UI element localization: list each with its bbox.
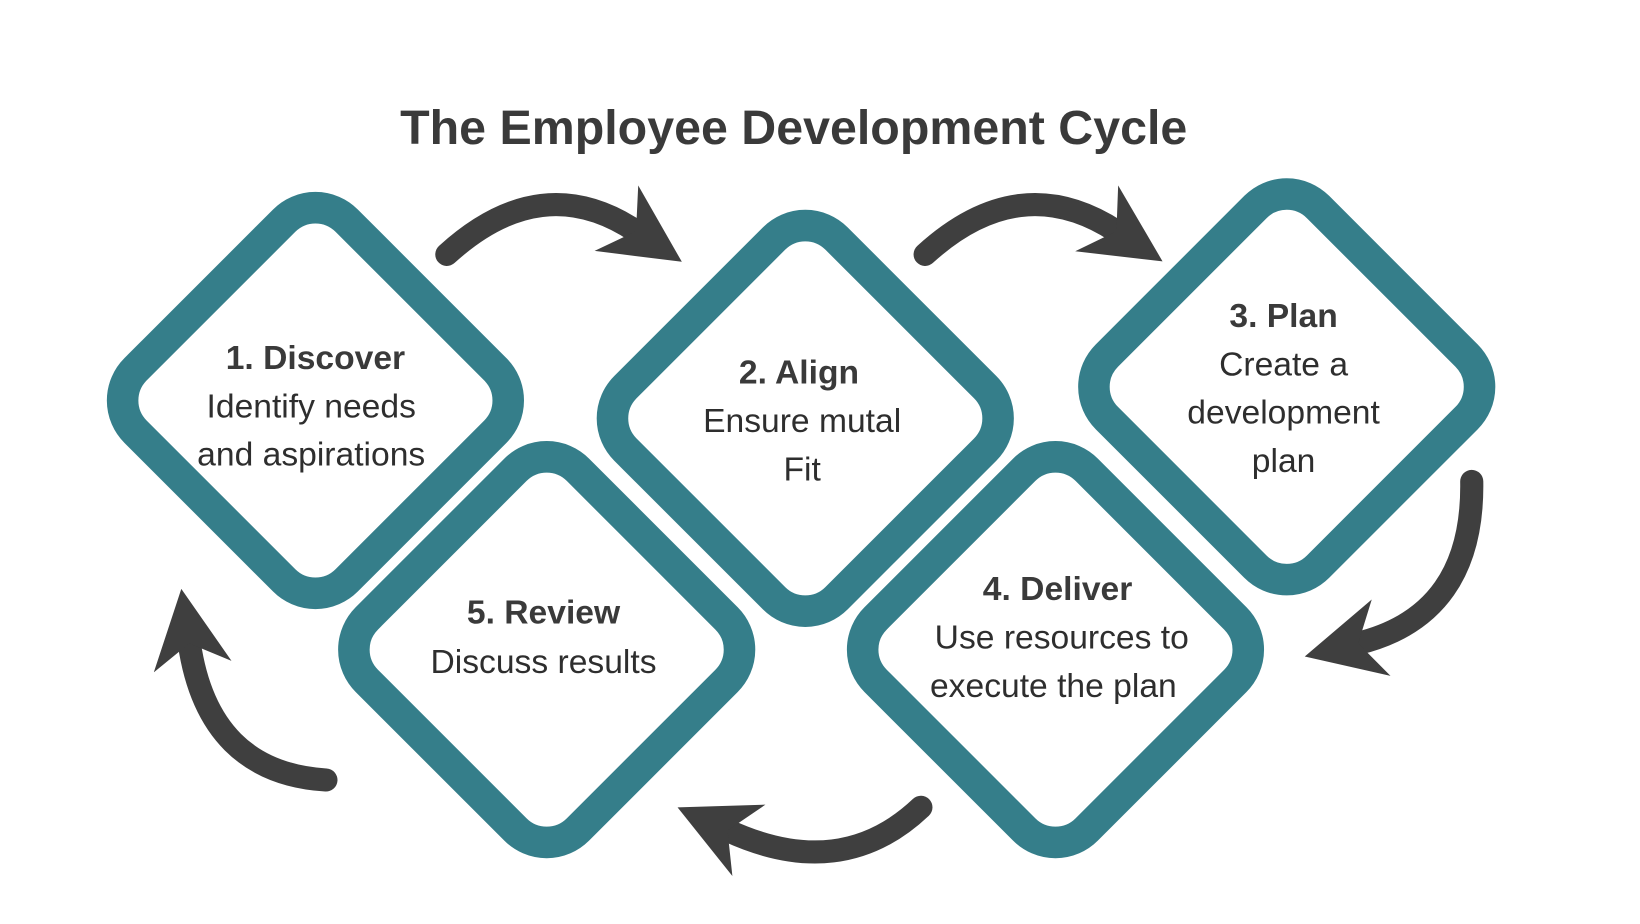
- step-2-line: Fit: [783, 451, 821, 488]
- step-4-line: execute the plan: [930, 668, 1177, 705]
- step-1-heading: 1. Discover: [226, 340, 405, 377]
- step-3-line: development: [1187, 395, 1380, 432]
- step-2-line: Ensure mutal: [703, 403, 901, 440]
- step-4-heading: 4. Deliver: [983, 571, 1133, 608]
- diamond-step-2: [596, 209, 1014, 627]
- arrow-review-to-discover: [153, 588, 338, 792]
- step-5-heading: 5. Review: [467, 594, 621, 631]
- diamond-step-3: [1078, 178, 1496, 596]
- step-3-heading: 3. Plan: [1229, 298, 1337, 335]
- arrow-plan-to-deliver: [1304, 469, 1484, 676]
- arrow-align-to-plan: [913, 185, 1163, 266]
- diamond-step-5: [338, 441, 756, 859]
- step-3-line: plan: [1252, 443, 1316, 480]
- arrow-discover-to-align: [435, 185, 682, 266]
- diagram-title: The Employee Development Cycle: [400, 101, 1187, 155]
- step-1-line: Identify needs: [207, 388, 416, 425]
- diamond-step-1: [106, 191, 525, 610]
- step-5-line: Discuss results: [430, 644, 656, 681]
- diamond-step-4: [846, 441, 1265, 859]
- step-1-line: and aspirations: [197, 437, 425, 474]
- step-2-heading: 2. Align: [739, 355, 859, 392]
- step-4-line: Use resources to: [935, 620, 1189, 657]
- step-3-line: Create a: [1219, 346, 1348, 383]
- arrow-deliver-to-review: [677, 795, 933, 877]
